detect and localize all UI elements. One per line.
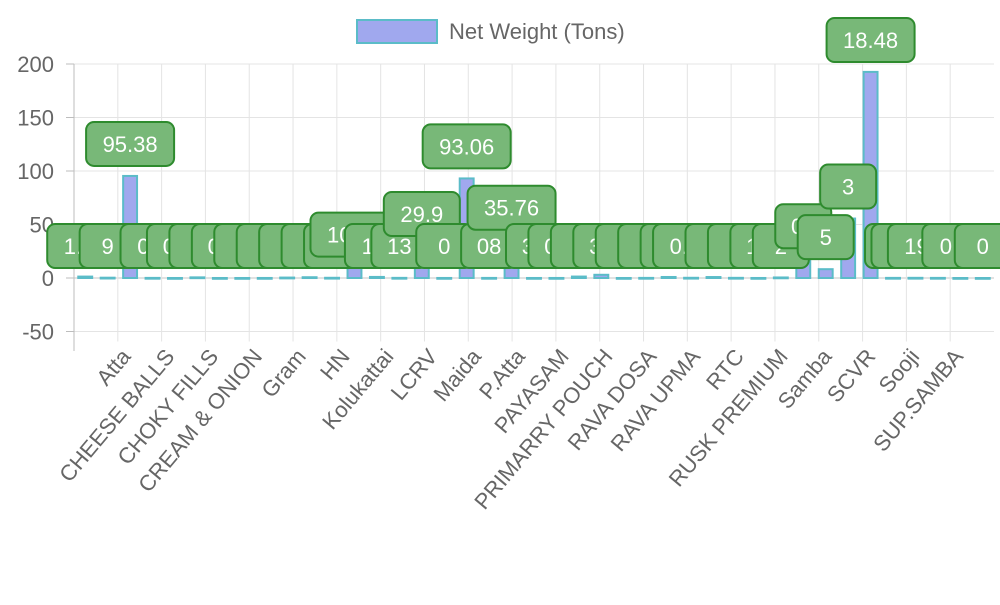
data-label: 5 — [796, 214, 855, 261]
bar — [144, 276, 161, 280]
y-tick-label: 100 — [17, 159, 54, 184]
bar — [234, 276, 251, 280]
legend-label: Net Weight (Tons) — [449, 19, 625, 44]
bar — [526, 276, 542, 280]
bar — [750, 276, 767, 280]
data-label: 08 — [460, 223, 519, 269]
bar — [817, 268, 834, 279]
x-tick-label: Gram — [256, 344, 311, 402]
data-label: 0 — [953, 223, 1000, 269]
data-label-text: 93.06 — [439, 134, 494, 159]
bar — [189, 276, 206, 280]
x-tick-label: HN — [315, 344, 355, 384]
data-label-box — [85, 120, 176, 167]
data-label-box — [796, 214, 855, 261]
bar — [481, 276, 498, 280]
data-label-box — [953, 223, 1000, 269]
data-label-text: 95.38 — [103, 132, 158, 157]
bar — [548, 276, 565, 280]
data-labels: 1.32995.380.1016011472210.681.01329.9093… — [46, 17, 1000, 269]
data-label-box — [819, 163, 878, 210]
bar — [436, 276, 453, 280]
data-label: 95.38 — [85, 120, 176, 167]
data-label: 0 — [415, 223, 474, 269]
data-label-text: 9 — [102, 234, 114, 259]
bar — [885, 276, 901, 280]
bar — [727, 276, 744, 280]
bar — [660, 275, 677, 279]
data-label: 35.76 — [466, 184, 557, 231]
data-label-text: 3 — [842, 175, 854, 200]
bar — [368, 275, 385, 279]
data-label-text: 08 — [477, 234, 501, 259]
data-label: 3 — [819, 163, 878, 210]
x-tick-label: SCVR — [822, 344, 880, 407]
bar — [638, 276, 655, 280]
bar — [391, 276, 408, 280]
bar — [705, 276, 722, 279]
data-label-box — [421, 123, 512, 170]
y-tick-label: -50 — [22, 320, 54, 345]
data-label-text: 18.48 — [843, 28, 898, 53]
bar — [279, 276, 296, 280]
x-tick-label: Maida — [428, 344, 486, 407]
data-label-text: 35.76 — [484, 196, 539, 221]
data-label-text: 0 — [438, 234, 450, 259]
bar — [211, 276, 228, 280]
bar — [952, 277, 969, 280]
bar — [99, 276, 116, 280]
bar — [974, 277, 991, 280]
y-tick-label: 0 — [42, 266, 54, 291]
data-label-box — [825, 17, 916, 63]
bar — [615, 276, 632, 280]
bar — [929, 276, 946, 280]
bar — [167, 276, 183, 280]
y-tick-label: 150 — [17, 106, 54, 131]
bar — [593, 273, 610, 280]
bar — [77, 275, 94, 279]
bar — [324, 276, 341, 280]
legend-swatch — [356, 19, 438, 44]
bar — [256, 276, 273, 280]
data-label-text: 13 — [387, 234, 411, 259]
bar — [772, 276, 789, 280]
bar — [301, 276, 318, 280]
bar — [683, 276, 700, 280]
data-label-text: 0 — [977, 234, 989, 259]
data-label-text: 29.9 — [400, 202, 443, 227]
bar — [570, 275, 587, 280]
data-label-text: 5 — [820, 225, 832, 250]
bar — [907, 276, 924, 280]
data-label: 93.06 — [421, 123, 512, 170]
data-label: 18.48 — [825, 17, 916, 63]
y-tick-label: 200 — [17, 52, 54, 77]
legend[interactable]: Net Weight (Tons) — [356, 19, 625, 44]
